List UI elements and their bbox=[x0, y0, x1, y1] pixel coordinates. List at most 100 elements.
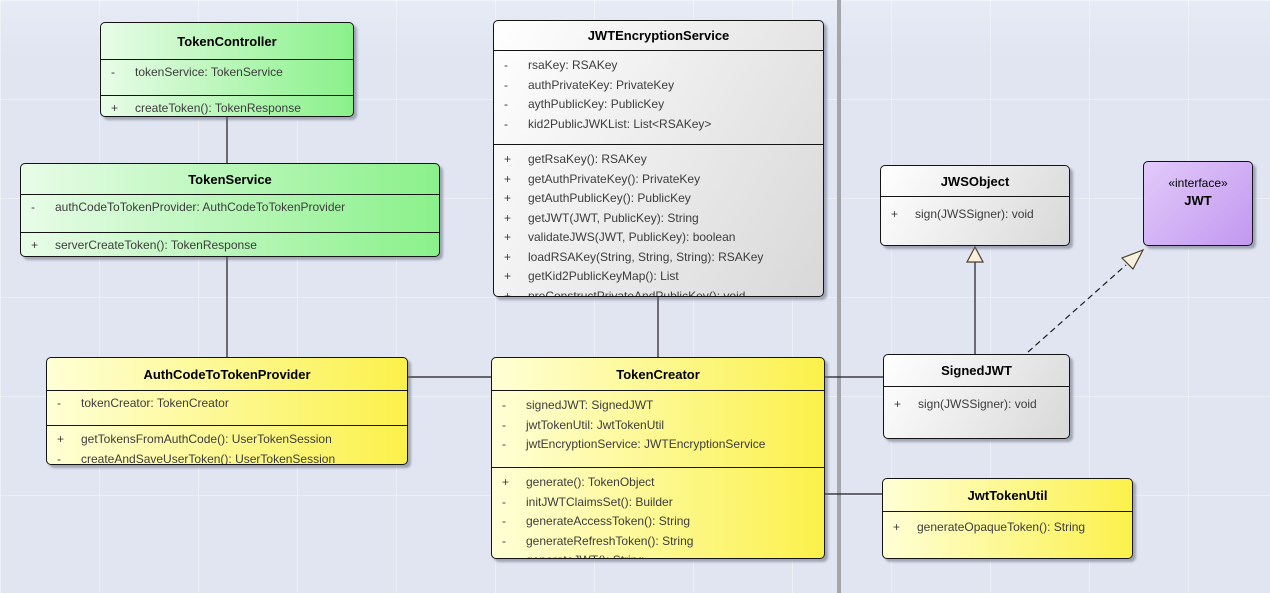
class-auth-code-to-token-provider[interactable]: AuthCodeToTokenProvider -tokenCreator: T… bbox=[46, 357, 408, 465]
visibility-marker: + bbox=[504, 210, 512, 225]
method-text: getRsaKey(): RSAKey bbox=[528, 152, 647, 166]
visibility-marker: - bbox=[31, 200, 35, 214]
attribute-text: signedJWT: SignedJWT bbox=[526, 398, 654, 412]
attributes-section: - rsaKey: RSAKey - authPrivateKey: Private… bbox=[494, 50, 823, 144]
generalization-arrowhead-icon bbox=[966, 245, 984, 263]
method-row: - generateAccessToken(): String bbox=[492, 512, 824, 532]
attribute-row: - rsaKey: RSAKey bbox=[494, 56, 823, 76]
visibility-marker: - bbox=[57, 451, 61, 465]
attribute-text: jwtEncryptionService: JWTEncryptionServi… bbox=[526, 437, 766, 451]
method-text: createToken(): TokenResponse bbox=[135, 101, 301, 115]
method-text: loadRSAKey(String, String, String): RSAK… bbox=[528, 249, 764, 264]
attributes-section: - tokenService: TokenService bbox=[101, 59, 353, 95]
method-text: generateAccessToken(): String bbox=[526, 514, 691, 528]
class-signed-jwt[interactable]: SignedJWT +sign(JWSSigner): void bbox=[883, 354, 1070, 439]
methods-section: + createToken(): TokenResponse bbox=[101, 95, 353, 116]
attribute-row: - authCodeToTokenProvider: AuthCodeToToke… bbox=[21, 198, 439, 218]
class-jws-object[interactable]: JWSObject +sign(JWSSigner): void bbox=[880, 165, 1070, 246]
visibility-marker: + bbox=[891, 207, 899, 221]
interface-jwt[interactable]: «interface» JWT bbox=[1143, 161, 1253, 246]
visibility-marker: + bbox=[504, 269, 512, 283]
method-text: validateJWS(JWT, PublicKey): boolean bbox=[528, 230, 736, 244]
method-row: + createToken(): TokenResponse bbox=[101, 99, 353, 116]
method-row: + generateOpaqueToken(): String bbox=[883, 518, 1132, 538]
visibility-marker: - bbox=[504, 58, 508, 72]
visibility-marker: + bbox=[111, 101, 119, 115]
visibility-marker: + bbox=[504, 171, 512, 186]
attribute-row: -kid2PublicJWKList: List<RSAKey> bbox=[494, 115, 823, 135]
method-text: preConstructPrivateAndPublicKey(): void bbox=[528, 288, 746, 297]
method-row: +getAuthPrivateKey(): PrivateKey bbox=[494, 170, 823, 190]
class-jwt-token-util[interactable]: JwtTokenUtil +generateOpaqueToken(): Str… bbox=[882, 478, 1133, 559]
attributes-section: - signedJWT: SignedJWT - jwtTokenUtil: Jwt… bbox=[492, 390, 824, 467]
attribute-row: - authPrivateKey: PrivateKey bbox=[494, 76, 823, 96]
method-row: + sign(JWSSigner): void bbox=[884, 395, 1069, 415]
method-row: - generateRefreshToken(): String bbox=[492, 532, 824, 552]
attribute-text: authCodeToTokenProvider: AuthCodeToToken… bbox=[55, 200, 346, 214]
attribute-row: -tokenCreator: TokenCreator bbox=[47, 394, 407, 414]
visibility-marker: + bbox=[502, 475, 510, 489]
method-text: generateRefreshToken(): String bbox=[526, 533, 694, 548]
class-jwt-encryption-service[interactable]: JWTEncryptionService - rsaKey: RSAKey - au… bbox=[493, 20, 824, 297]
methods-section: +serverCreateToken(): TokenResponse bbox=[21, 232, 439, 256]
realization-arrowhead-icon bbox=[1120, 248, 1145, 271]
attribute-text: aythPublicKey: PublicKey bbox=[528, 97, 665, 111]
class-token-service[interactable]: TokenService - authCodeToTokenProvider: A… bbox=[20, 163, 440, 257]
method-text: getAuthPublicKey(): PublicKey bbox=[528, 191, 691, 205]
class-name: TokenService bbox=[188, 171, 272, 187]
class-name: JWTEncryptionService bbox=[587, 28, 730, 43]
methods-section: + generateOpaqueToken(): String bbox=[883, 511, 1132, 558]
visibility-marker: + bbox=[504, 230, 512, 244]
method-row: +generate(): TokenObject bbox=[492, 473, 824, 493]
visibility-marker: - bbox=[502, 398, 506, 412]
method-text: sign(JWSSigner): void bbox=[918, 397, 1037, 411]
visibility-marker: - bbox=[111, 65, 115, 79]
visibility-marker: - bbox=[502, 494, 506, 509]
class-name: TokenController bbox=[177, 33, 277, 49]
methods-section: +getTokensFromAuthCode(): UserTokenSessi… bbox=[47, 425, 407, 464]
attribute-row: - jwtTokenUtil: JwtTokenUtil bbox=[492, 416, 824, 436]
attribute-text: tokenService: TokenService bbox=[135, 65, 283, 79]
method-row: +getTokensFromAuthCode(): UserTokenSessi… bbox=[47, 430, 407, 450]
class-name: AuthCodeToTokenProvider bbox=[143, 366, 311, 382]
class-token-creator[interactable]: TokenCreator - signedJWT: SignedJWT - jwtT… bbox=[491, 357, 825, 559]
visibility-marker: + bbox=[504, 249, 512, 264]
visibility-marker: - bbox=[504, 77, 508, 92]
method-text: getTokensFromAuthCode(): UserTokenSessio… bbox=[81, 432, 332, 446]
attributes-section: - authCodeToTokenProvider: AuthCodeToToke… bbox=[21, 194, 439, 232]
method-row: + loadRSAKey(String, String, String): RSA… bbox=[494, 248, 823, 268]
attribute-row: -aythPublicKey: PublicKey bbox=[494, 95, 823, 115]
method-text: createAndSaveUserToken(): UserTokenSessi… bbox=[81, 451, 336, 465]
method-text: generateOpaqueToken(): String bbox=[917, 520, 1086, 534]
attribute-row: - signedJWT: SignedJWT bbox=[492, 396, 824, 416]
method-row: +getRsaKey(): RSAKey bbox=[494, 150, 823, 170]
class-name: TokenCreator bbox=[616, 366, 700, 382]
method-row: - createAndSaveUserToken(): UserTokenSess… bbox=[47, 450, 407, 465]
visibility-marker: + bbox=[504, 191, 512, 205]
visibility-marker: - bbox=[492, 551, 526, 558]
method-row: +getKid2PublicKeyMap(): List bbox=[494, 267, 823, 287]
method-row: + getJWT(JWT, PublicKey): String bbox=[494, 209, 823, 229]
method-text: serverCreateToken(): TokenResponse bbox=[55, 238, 257, 252]
method-text: sign(JWSSigner): void bbox=[915, 207, 1034, 221]
methods-section: +getRsaKey(): RSAKey +getAuthPrivateKey(… bbox=[494, 144, 823, 296]
attribute-text: authPrivateKey: PrivateKey bbox=[528, 77, 675, 92]
attributes-section: -tokenCreator: TokenCreator bbox=[47, 390, 407, 425]
visibility-marker: + bbox=[894, 397, 902, 411]
method-row: + sign(JWSSigner): void bbox=[881, 205, 1069, 225]
class-token-controller[interactable]: TokenController - tokenService: TokenServ… bbox=[100, 22, 354, 117]
method-row: + validateJWS(JWT, PublicKey): boolean bbox=[494, 228, 823, 248]
visibility-marker: - bbox=[502, 533, 506, 548]
realization-signedjwt-jwt bbox=[1027, 264, 1127, 353]
attribute-text: rsaKey: RSAKey bbox=[528, 58, 618, 72]
methods-section: + sign(JWSSigner): void bbox=[881, 196, 1069, 245]
attribute-text: jwtTokenUtil: JwtTokenUtil bbox=[526, 417, 665, 432]
visibility-marker: + bbox=[893, 520, 901, 534]
visibility-marker: - bbox=[502, 514, 506, 528]
visibility-marker: - bbox=[502, 417, 506, 432]
method-text: initJWTClaimsSet(): Builder bbox=[526, 494, 673, 509]
visibility-marker: + bbox=[504, 288, 512, 297]
method-row: + preConstructPrivateAndPublicKey(): void bbox=[494, 287, 823, 297]
method-text: getJWT(JWT, PublicKey): String bbox=[528, 210, 699, 225]
method-row: +serverCreateToken(): TokenResponse bbox=[21, 236, 439, 256]
